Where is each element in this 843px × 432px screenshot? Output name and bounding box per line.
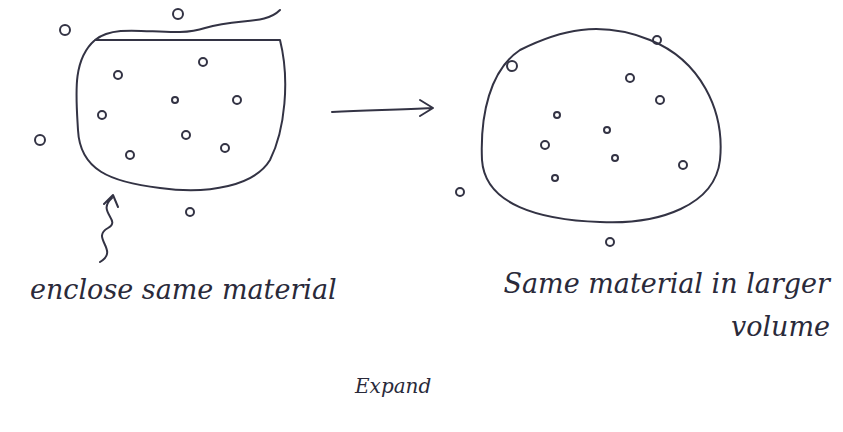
particle: [612, 155, 618, 161]
process-label: Expand: [355, 370, 475, 402]
enclosing-surface: [76, 10, 285, 190]
particle: [98, 111, 106, 119]
particle: [35, 135, 45, 145]
particle: [182, 131, 190, 139]
particle: [656, 96, 664, 104]
particle: [221, 144, 229, 152]
leader-squiggle: [100, 195, 118, 262]
particle: [604, 127, 610, 133]
particle: [114, 71, 122, 79]
enclosing-surface-expanded: [482, 29, 721, 222]
particle: [606, 238, 614, 246]
particle: [552, 175, 558, 181]
particle: [507, 61, 517, 71]
particle: [653, 36, 661, 44]
annotation-text: enclose same material: [30, 268, 360, 311]
particle: [541, 141, 549, 149]
particle: [233, 96, 241, 104]
particle: [626, 74, 634, 82]
expand-arrow: [332, 100, 433, 116]
particle: [173, 9, 183, 19]
particle: [60, 25, 70, 35]
particle: [186, 208, 194, 216]
particle: [554, 112, 560, 118]
particle: [679, 161, 687, 169]
particle: [456, 188, 464, 196]
particle: [172, 97, 178, 103]
particle: [199, 58, 207, 66]
annotation-text: Same material in larger volume: [485, 262, 830, 348]
particle: [126, 151, 134, 159]
